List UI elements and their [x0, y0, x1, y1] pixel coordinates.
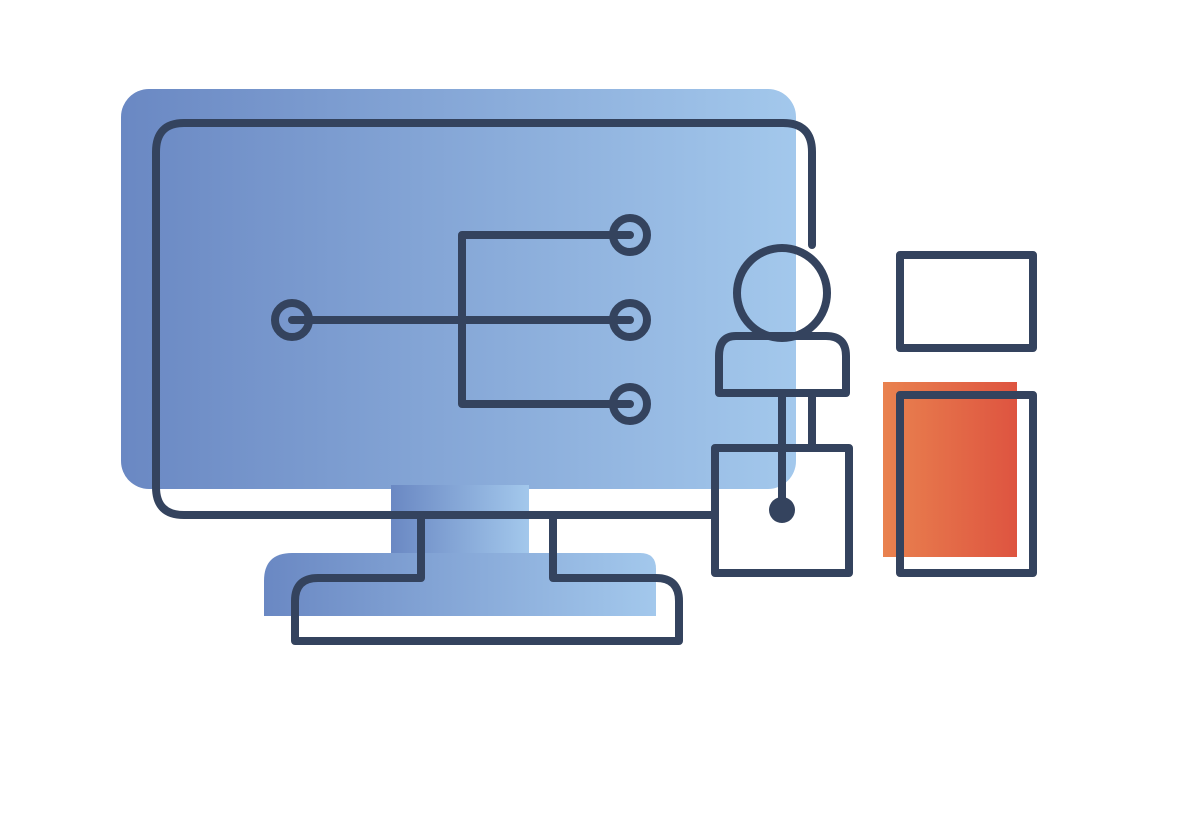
network-diagram-icon: [271, 214, 651, 425]
building-block-icon: [896, 251, 1037, 577]
computer-monitor-icon: [152, 119, 816, 645]
plug-dot-icon: [769, 497, 795, 523]
user-icon: [711, 244, 853, 577]
accent-block-fill: [883, 382, 1017, 557]
